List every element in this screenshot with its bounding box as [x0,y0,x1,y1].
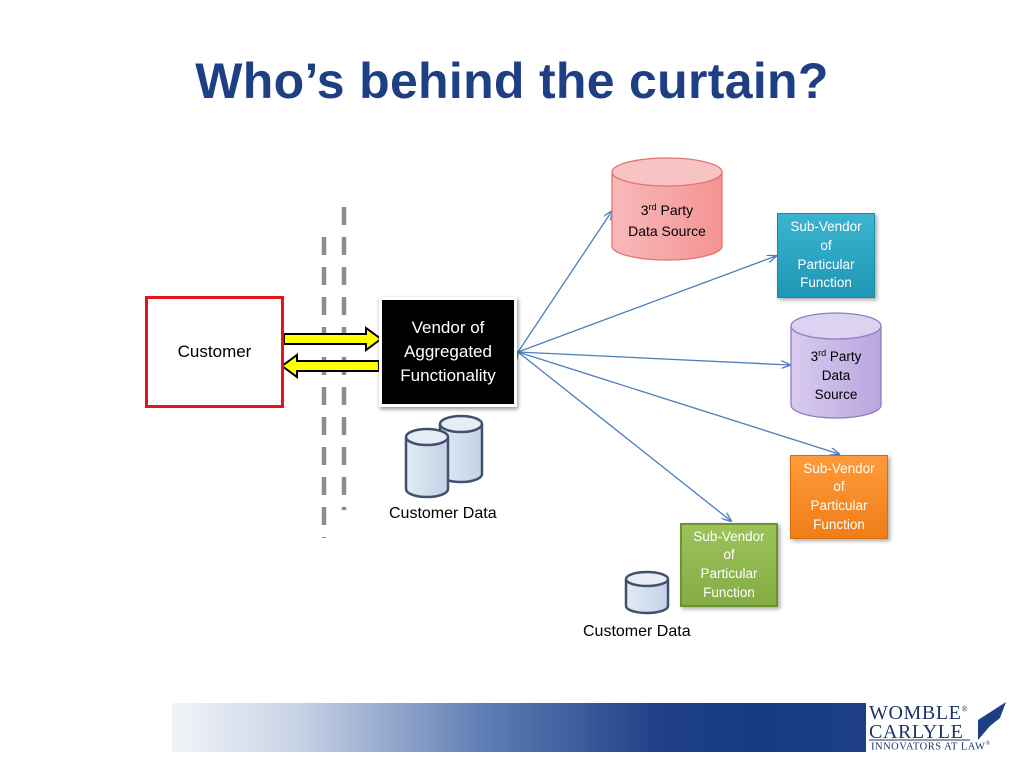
logo-line1: WOMBLE® [869,702,969,724]
connector-data-source-purple [517,351,790,365]
womble-carlyle-logo: WOMBLE® CARLYLE INNOVATORS AT LAW® [866,700,1016,760]
data-source-purple-cylinder [790,312,882,419]
vendor-label-line1: Vendor of [411,318,485,337]
data-source-top-label: 3rd Party Data Source [628,202,706,239]
sub-vendor-orange-box: Sub-Vendor of Particular Function [790,455,888,539]
customer-data-cylinder-back [438,414,484,484]
data-source-purple-label: 3rd Party Data Source [810,348,862,402]
vendor-label-line3: Functionality [400,366,496,385]
customer-data-cylinder-small [624,570,670,615]
customer-data-cylinder-front [404,427,450,499]
customer-data-label-sub: Customer Data [583,623,691,640]
customer-data-label-main: Customer Data [389,505,497,522]
vendor-label-line2: Aggregated [404,342,492,361]
connector-sub-vendor-teal [517,256,776,353]
response-arrow [280,353,380,379]
request-arrow [283,326,383,352]
sub-vendor-green-box: Sub-Vendor of Particular Function [680,523,778,607]
logo-line2: CARLYLE [869,721,964,743]
connector-sub-vendor-orange [517,351,839,454]
logo-line3: INNOVATORS AT LAW® [871,741,991,753]
data-source-top-cylinder [611,157,723,261]
connector-sub-vendor-green [517,351,731,521]
customer-box: Customer [145,296,284,408]
slide-title: Who’s behind the curtain? [195,53,829,109]
footer-gradient-bar [172,703,866,752]
logo-swoosh-icon [869,702,1006,741]
vendor-box: Vendor of Aggregated Functionality [379,297,517,407]
connector-data-source-top [518,211,612,352]
sub-vendor-teal-box: Sub-Vendor of Particular Function [777,213,875,298]
customer-label: Customer [177,342,252,361]
